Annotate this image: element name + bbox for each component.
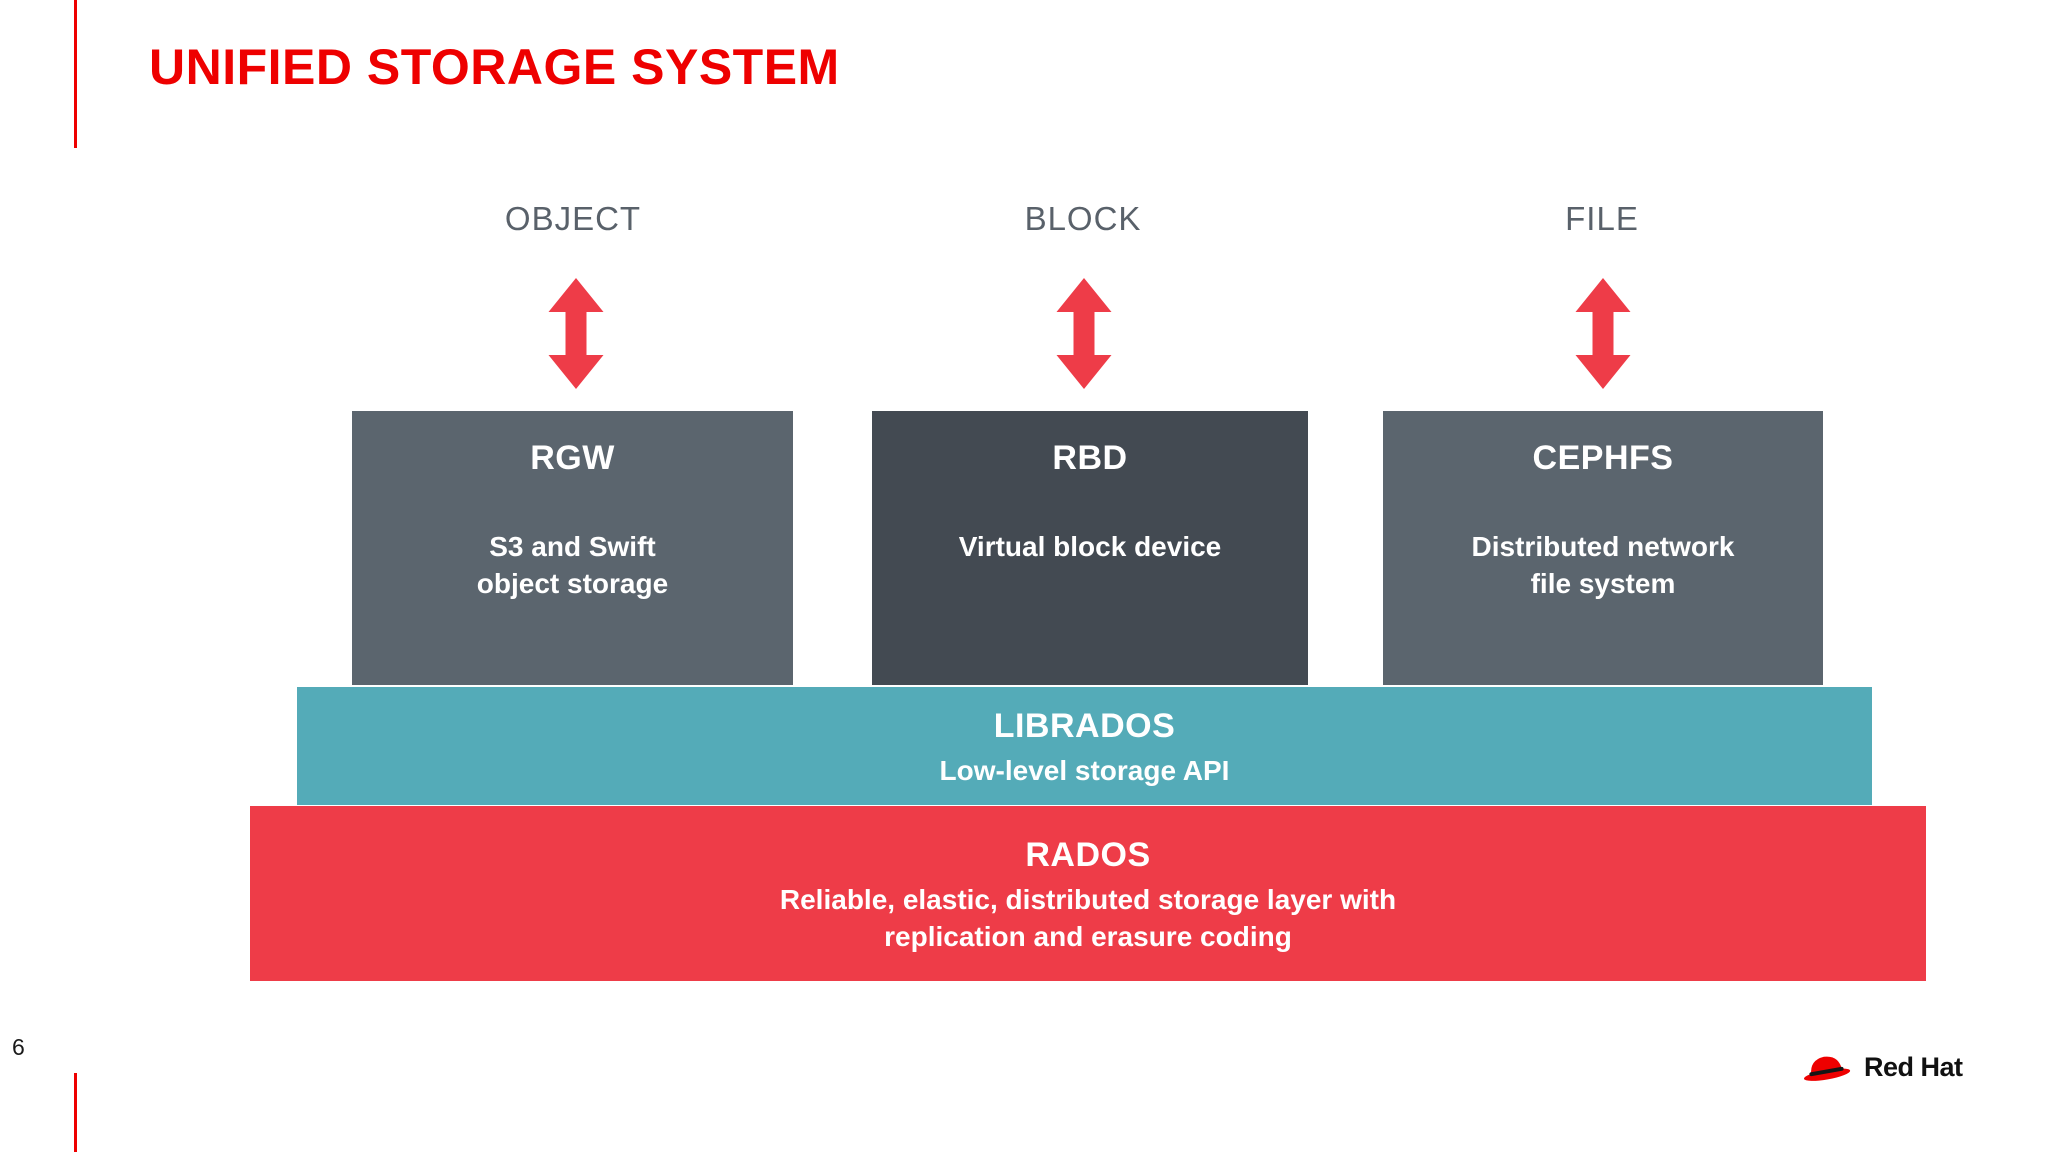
subtitle-line: S3 and Swift bbox=[489, 531, 656, 562]
box-rgw-title: RGW bbox=[530, 439, 615, 477]
layer-rados-subtitle: Reliable, elastic, distributed storage l… bbox=[780, 881, 1396, 955]
box-rbd: RBD Virtual block device bbox=[872, 411, 1308, 685]
brand-wordmark: Red Hat bbox=[1864, 1051, 1963, 1082]
box-rbd-title: RBD bbox=[1052, 439, 1128, 477]
page-number: 6 bbox=[12, 1034, 25, 1060]
subtitle-line: file system bbox=[1530, 568, 1676, 599]
box-cephfs: CEPHFS Distributed network file system bbox=[1383, 411, 1823, 685]
column-label-object: OBJECT bbox=[504, 200, 642, 237]
subtitle-line: object storage bbox=[476, 568, 669, 599]
layer-rados-title: RADOS bbox=[1025, 836, 1151, 874]
column-label-block: BLOCK bbox=[1024, 200, 1142, 237]
red-hat-logo: Red Hat bbox=[1800, 1050, 1963, 1084]
subtitle-line: Distributed network bbox=[1471, 531, 1735, 562]
box-cephfs-title: CEPHFS bbox=[1532, 439, 1674, 477]
subtitle-line: replication and erasure coding bbox=[884, 921, 1292, 952]
box-rgw: RGW S3 and Swift object storage bbox=[352, 411, 793, 685]
layer-librados-subtitle: Low-level storage API bbox=[940, 752, 1230, 789]
subtitle-line: Low-level storage API bbox=[939, 755, 1230, 786]
double-arrow-icon bbox=[1575, 278, 1631, 389]
double-arrow-icon bbox=[548, 278, 604, 389]
double-arrow-icon bbox=[1056, 278, 1112, 389]
layer-rados: RADOS Reliable, elastic, distributed sto… bbox=[250, 806, 1926, 981]
box-rgw-subtitle: S3 and Swift object storage bbox=[477, 528, 668, 602]
subtitle-line: Virtual block device bbox=[958, 531, 1222, 562]
page-title: UNIFIED STORAGE SYSTEM bbox=[149, 39, 840, 95]
accent-line-bottom bbox=[74, 1073, 77, 1152]
layer-librados: LIBRADOS Low-level storage API bbox=[297, 687, 1872, 805]
layer-librados-title: LIBRADOS bbox=[993, 707, 1176, 745]
accent-line-top bbox=[74, 0, 77, 148]
red-hat-fedora-icon bbox=[1803, 1056, 1851, 1081]
box-rbd-subtitle: Virtual block device bbox=[959, 528, 1222, 565]
box-cephfs-subtitle: Distributed network file system bbox=[1472, 528, 1735, 602]
subtitle-line: Reliable, elastic, distributed storage l… bbox=[779, 884, 1397, 915]
column-label-file: FILE bbox=[1565, 200, 1639, 237]
